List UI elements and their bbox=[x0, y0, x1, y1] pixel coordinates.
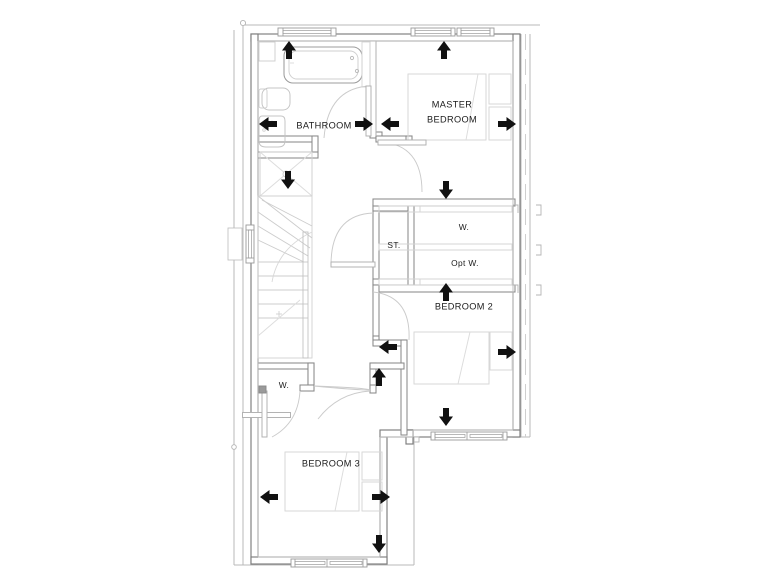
room-label-opt-wardrobe: Opt W. bbox=[451, 258, 479, 268]
wall-w3-south bbox=[299, 384, 315, 392]
wall-bathroom-south-a bbox=[257, 135, 319, 143]
wall-st-east bbox=[407, 204, 415, 286]
toilet bbox=[258, 87, 291, 111]
door-bedroom3 bbox=[313, 385, 371, 420]
room-label-wardrobe-bedroom3: W. bbox=[279, 380, 289, 390]
window-bedroom3-bottom bbox=[290, 558, 368, 568]
window-landing-left bbox=[227, 224, 255, 264]
door-wardrobe-bedroom3 bbox=[242, 385, 301, 438]
door-bedroom2 bbox=[372, 291, 410, 341]
staircase bbox=[257, 195, 313, 359]
wall-w3-east bbox=[307, 362, 315, 386]
room-labels-group: BATHROOM MASTER BEDROOM ST. W. Opt W. BE… bbox=[279, 99, 493, 468]
window-bedroom2-bottom bbox=[430, 431, 508, 441]
door-bathroom bbox=[323, 85, 372, 139]
wall-bed3-jamb-b bbox=[369, 384, 377, 394]
room-label-storage: ST. bbox=[387, 240, 400, 250]
right-wall-ticks bbox=[513, 204, 542, 296]
door-storage bbox=[330, 212, 376, 268]
wall-bed3-north bbox=[257, 362, 315, 370]
wardrobe-rail-mid bbox=[378, 243, 513, 251]
room-label-master-bedroom-line1: MASTER bbox=[432, 99, 472, 109]
site-boundary-lines bbox=[233, 24, 540, 566]
survey-markers bbox=[231, 19, 420, 450]
windows-group bbox=[227, 27, 508, 568]
room-label-bedroom-2: BEDROOM 2 bbox=[435, 301, 493, 311]
room-label-wardrobe-top: W. bbox=[459, 222, 469, 232]
corner-marker-top-left bbox=[239, 19, 247, 27]
wardrobe-rail-upper bbox=[378, 205, 513, 213]
door-master-bedroom bbox=[377, 139, 427, 193]
bed3 bbox=[284, 451, 360, 512]
master-bed bbox=[407, 73, 487, 141]
doors-group bbox=[242, 85, 427, 438]
corner-marker-bedroom2-sw bbox=[413, 436, 420, 443]
wall-wardrobe-north bbox=[372, 198, 516, 207]
room-label-bedroom-3: BEDROOM 3 bbox=[302, 458, 360, 468]
bed3-nightstand-upper bbox=[361, 451, 383, 481]
master-nightstand-upper bbox=[488, 73, 512, 105]
wall-bed3-north-jog bbox=[369, 362, 405, 370]
room-label-bathroom: BATHROOM bbox=[296, 120, 351, 130]
wall-bedroom2-west-c bbox=[400, 339, 408, 436]
wall-bedroom2-west-a bbox=[372, 284, 380, 341]
room-label-master-bedroom-line2: BEDROOM bbox=[427, 114, 477, 124]
window-master-top-b bbox=[456, 27, 495, 37]
window-bathroom-top bbox=[277, 27, 337, 37]
wall-st-west bbox=[372, 204, 380, 286]
window-master-top-a bbox=[410, 27, 456, 37]
bed2 bbox=[413, 331, 490, 385]
door-stop-block bbox=[258, 385, 267, 394]
corner-marker-mid-left bbox=[231, 444, 237, 450]
